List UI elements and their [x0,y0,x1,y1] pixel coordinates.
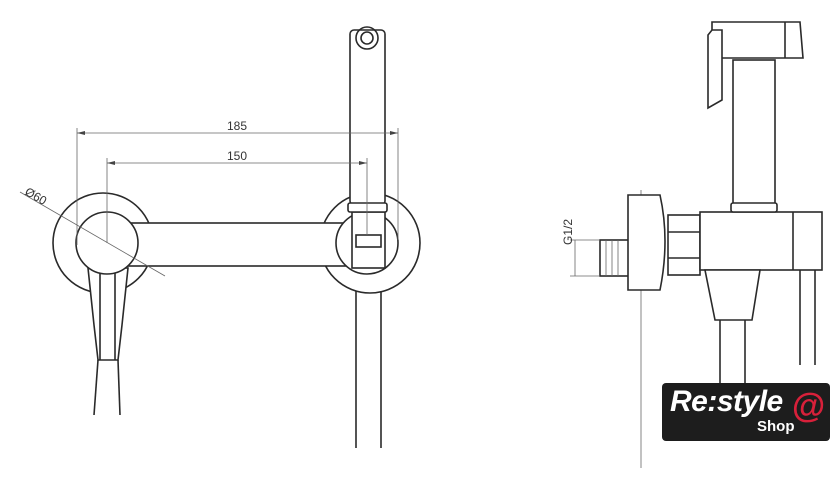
dim-185-label: 185 [227,119,247,133]
sprayer-body [349,29,386,206]
restyle-shop-logo: Re:style @ Shop [662,383,830,441]
side-handle [704,269,761,321]
holder-clamp [351,211,386,269]
spray-head [711,21,804,59]
hose-left-edge [117,359,121,416]
clamp-band [355,234,382,248]
sprayer-ring [347,202,388,213]
thread-label: G1/2 [561,219,575,245]
valve-body [699,211,823,271]
lever-handle [87,267,129,361]
trigger-lever [707,29,723,110]
spray-nozzle [355,26,379,50]
wall-flange [627,194,666,291]
front-view [19,26,421,448]
hose-left-edge [93,359,99,416]
logo-sub: Shop [757,418,795,435]
hex-nut [667,214,701,276]
diameter-leader [19,191,166,277]
dim-150-label: 150 [227,149,247,163]
connector-bar [124,222,351,267]
side-view [570,21,823,468]
logo-brand: Re:style [670,385,783,418]
sprayer-ring [730,202,778,213]
logo-at-cart-icon: @ [792,387,826,425]
sprayer-side [732,59,776,206]
spray-nozzle-inner [360,31,374,45]
dim-diameter-label: Ø60 [23,184,50,208]
